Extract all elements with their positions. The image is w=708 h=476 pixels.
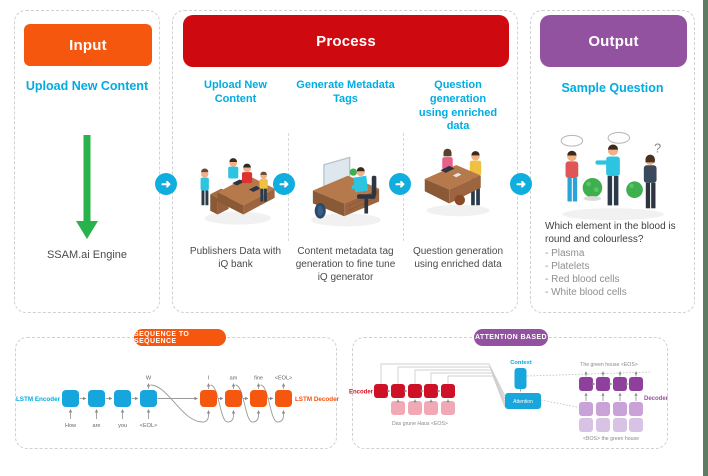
context-box — [514, 368, 527, 389]
encoder-input-word: How — [65, 423, 76, 429]
input-subtitle: Upload New Content — [25, 79, 149, 93]
question-mark-glyph: ? — [654, 141, 661, 156]
seq2seq-diagram: LSTM Encoder How are you <EOL> W — [16, 376, 340, 430]
attention-badge: ATTENTION BASED — [474, 329, 548, 346]
decoder-cell — [250, 390, 267, 407]
attn-encoder-cell — [374, 384, 388, 398]
metadata-workstation-illustration — [288, 137, 403, 233]
output-header-label: Output — [588, 32, 639, 50]
attn-input-cell — [391, 401, 405, 415]
lstm-decoder-label: LSTM Decoder — [295, 396, 340, 403]
process-header: Process — [183, 15, 509, 67]
step-caption: Publishers Data with iQ bank — [189, 246, 282, 270]
encoder-input-word: are — [93, 423, 101, 429]
lstm-encoder-label: LSTM Encoder — [16, 396, 61, 403]
process-step-upload: Upload New Content — [183, 71, 288, 314]
decoder-cell — [275, 390, 292, 407]
attn-input-cell — [441, 401, 455, 415]
input-panel: Input Upload New Content SSAM.ai Engine — [14, 10, 160, 313]
attn-decoder-cell — [579, 377, 593, 391]
attention-panel: ATTENTION BASED Encoder — [349, 329, 669, 449]
attn-input-cell — [408, 401, 422, 415]
step-title: Generate Metadata Tags — [296, 79, 395, 105]
input-header-label: Input — [69, 36, 107, 54]
encoder-cell — [114, 390, 131, 407]
engine-label: SSAM.ai Engine — [46, 249, 128, 261]
step-title: Upload New Content — [204, 79, 267, 105]
decoder-output-word: <EOL> — [275, 376, 292, 382]
people-discussion-illustration: ? — [531, 131, 694, 223]
attn-decoder-cell — [613, 377, 627, 391]
attn-encoder-input-text: Das grune Haus <EOS> — [392, 421, 448, 427]
flow-arrow-icon: ➜ — [273, 173, 295, 195]
input-header: Input — [24, 24, 152, 66]
decoder-output-word: fine — [254, 376, 263, 382]
flow-arrow-icon: ➜ — [510, 173, 532, 195]
encoder-state-label: W — [146, 376, 152, 382]
attn-decoder-state-cell — [579, 402, 593, 416]
decoder-cell — [225, 390, 242, 407]
attn-encoder-label: Encoder — [349, 390, 374, 396]
attention-box — [505, 393, 541, 409]
step-caption: Question generation using enriched data — [412, 246, 504, 270]
attention-box-label: Attention — [513, 399, 533, 405]
seq2seq-panel: SEQUENCE TO SEQUENCE LSTM Encoder H — [15, 329, 340, 449]
encoder-input-word: you — [118, 423, 127, 429]
attn-encoder-cell — [424, 384, 438, 398]
down-arrow-icon — [76, 135, 98, 239]
attn-encoder-cell — [408, 384, 422, 398]
attn-decoder-input-text: <BOS> the green house — [583, 436, 639, 442]
attn-decoder-input-cell — [629, 418, 643, 432]
attn-decoder-cell — [596, 377, 610, 391]
context-label: Context — [510, 360, 532, 366]
attn-input-cell — [424, 401, 438, 415]
publishers-desk-illustration — [183, 137, 288, 233]
decoder-cell — [200, 390, 217, 407]
attn-decoder-state-cell — [613, 402, 627, 416]
encoder-input-word: <EOL> — [140, 423, 157, 429]
seq2seq-badge: SEQUENCE TO SEQUENCE — [134, 329, 226, 346]
attn-decoder-input-cell — [579, 418, 593, 432]
question-text: Which element in the blood is round and … — [545, 221, 676, 245]
step-title: Question generation using enriched data — [418, 79, 498, 133]
attn-decoder-cell — [629, 377, 643, 391]
right-edge-strip — [703, 0, 708, 476]
output-panel: Output Sample Question ? — [530, 10, 695, 313]
attn-decoder-state-cell — [629, 402, 643, 416]
encoder-cell — [140, 390, 157, 407]
attn-encoder-cell — [441, 384, 455, 398]
process-header-label: Process — [316, 32, 376, 50]
attn-decoder-output-text: The green house <EOS> — [580, 362, 638, 368]
attn-decoder-input-cell — [596, 418, 610, 432]
output-subtitle: Sample Question — [561, 81, 664, 95]
flow-arrow-icon: ➜ — [155, 173, 177, 195]
team-desk-illustration — [403, 137, 513, 221]
output-header: Output — [540, 15, 687, 67]
attn-decoder-label: Decoder — [644, 396, 669, 402]
process-step-metadata: Generate Metadata Tags — [288, 71, 403, 314]
encoder-cell — [62, 390, 79, 407]
question-option: - Plasma — [545, 247, 585, 259]
sample-question-block: Which element in the blood is round and … — [545, 221, 688, 299]
process-panel: Process Upload New Content — [172, 10, 518, 313]
decoder-output-word: I — [208, 376, 210, 382]
encoder-cell — [88, 390, 105, 407]
decoder-output-word: am — [230, 376, 238, 382]
flow-arrow-icon: ➜ — [389, 173, 411, 195]
question-option: - Platelets — [545, 260, 590, 272]
question-option: - White blood cells — [545, 286, 627, 298]
question-option: - Red blood cells — [545, 273, 620, 285]
step-caption: Content metadata tag generation to fine … — [295, 246, 396, 283]
attn-decoder-input-cell — [613, 418, 627, 432]
attn-decoder-state-cell — [596, 402, 610, 416]
attn-encoder-cell — [391, 384, 405, 398]
attention-diagram: Encoder Das grune H — [349, 360, 669, 442]
process-step-question: Question generation using enriched data — [403, 71, 513, 314]
